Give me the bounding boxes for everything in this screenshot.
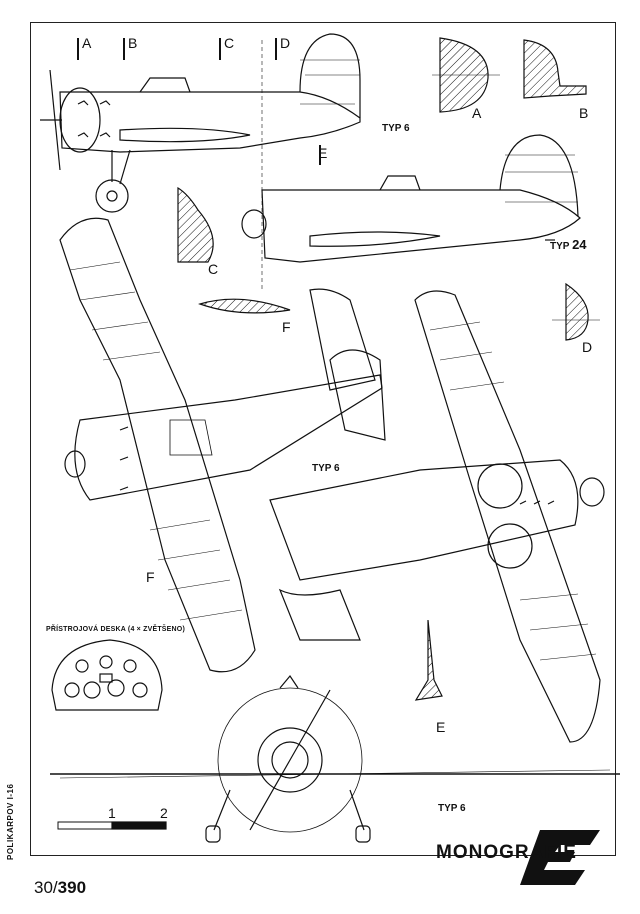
instrument-panel-caption: PŘÍSTROJOVÁ DESKA (4 × ZVĚTŠENO) (46, 626, 185, 633)
typ-label-side-lower-prefix: TYP (550, 241, 570, 252)
typ-label-front: TYP 6 (438, 803, 466, 814)
monografie-logo: MONOGRAFIE (436, 842, 577, 863)
monografie-logo-mark (520, 830, 600, 885)
section-label-c: C (208, 261, 219, 277)
front-view (50, 674, 620, 843)
page-number-total: 390 (57, 878, 87, 897)
cross-section-f (198, 298, 291, 314)
cross-section-e (414, 619, 443, 701)
section-label-a: A (472, 105, 482, 121)
page-number-current: 30 (34, 878, 53, 897)
side-view-typ6 (40, 33, 361, 213)
page-number: 30/390 (34, 878, 87, 897)
section-mark-d: D (280, 35, 291, 51)
section-marker-lines (77, 38, 321, 165)
typ-label-side-top: TYP 6 (382, 123, 410, 134)
section-label-f: F (282, 319, 291, 335)
typ-label-plan: TYP 6 (312, 463, 340, 474)
typ-label-side-lower: TYP 24 (550, 238, 587, 252)
section-mark-f: F (146, 569, 155, 585)
drawing-frame (30, 22, 616, 856)
section-mark-a: A (82, 35, 92, 51)
scale-bar (57, 821, 167, 830)
plan-view (59, 217, 605, 743)
aircraft-name-caption: POLIKARPOV I-16 (6, 783, 15, 860)
cross-section-d (552, 282, 600, 341)
section-mark-e: E (318, 145, 328, 161)
scale-label-2: 2 (160, 805, 168, 821)
cross-section-c (177, 186, 214, 263)
section-label-b: B (579, 105, 589, 121)
cross-section-b (523, 39, 587, 99)
section-label-e: E (436, 719, 446, 735)
side-view-typ24 (241, 134, 581, 263)
cross-section-a (432, 37, 500, 113)
scale-label-1: 1 (108, 805, 116, 821)
instrument-panel (51, 639, 163, 711)
typ-label-side-lower-number: 24 (572, 237, 587, 252)
section-label-d: D (582, 339, 593, 355)
section-mark-c: C (224, 35, 235, 51)
section-mark-b: B (128, 35, 138, 51)
